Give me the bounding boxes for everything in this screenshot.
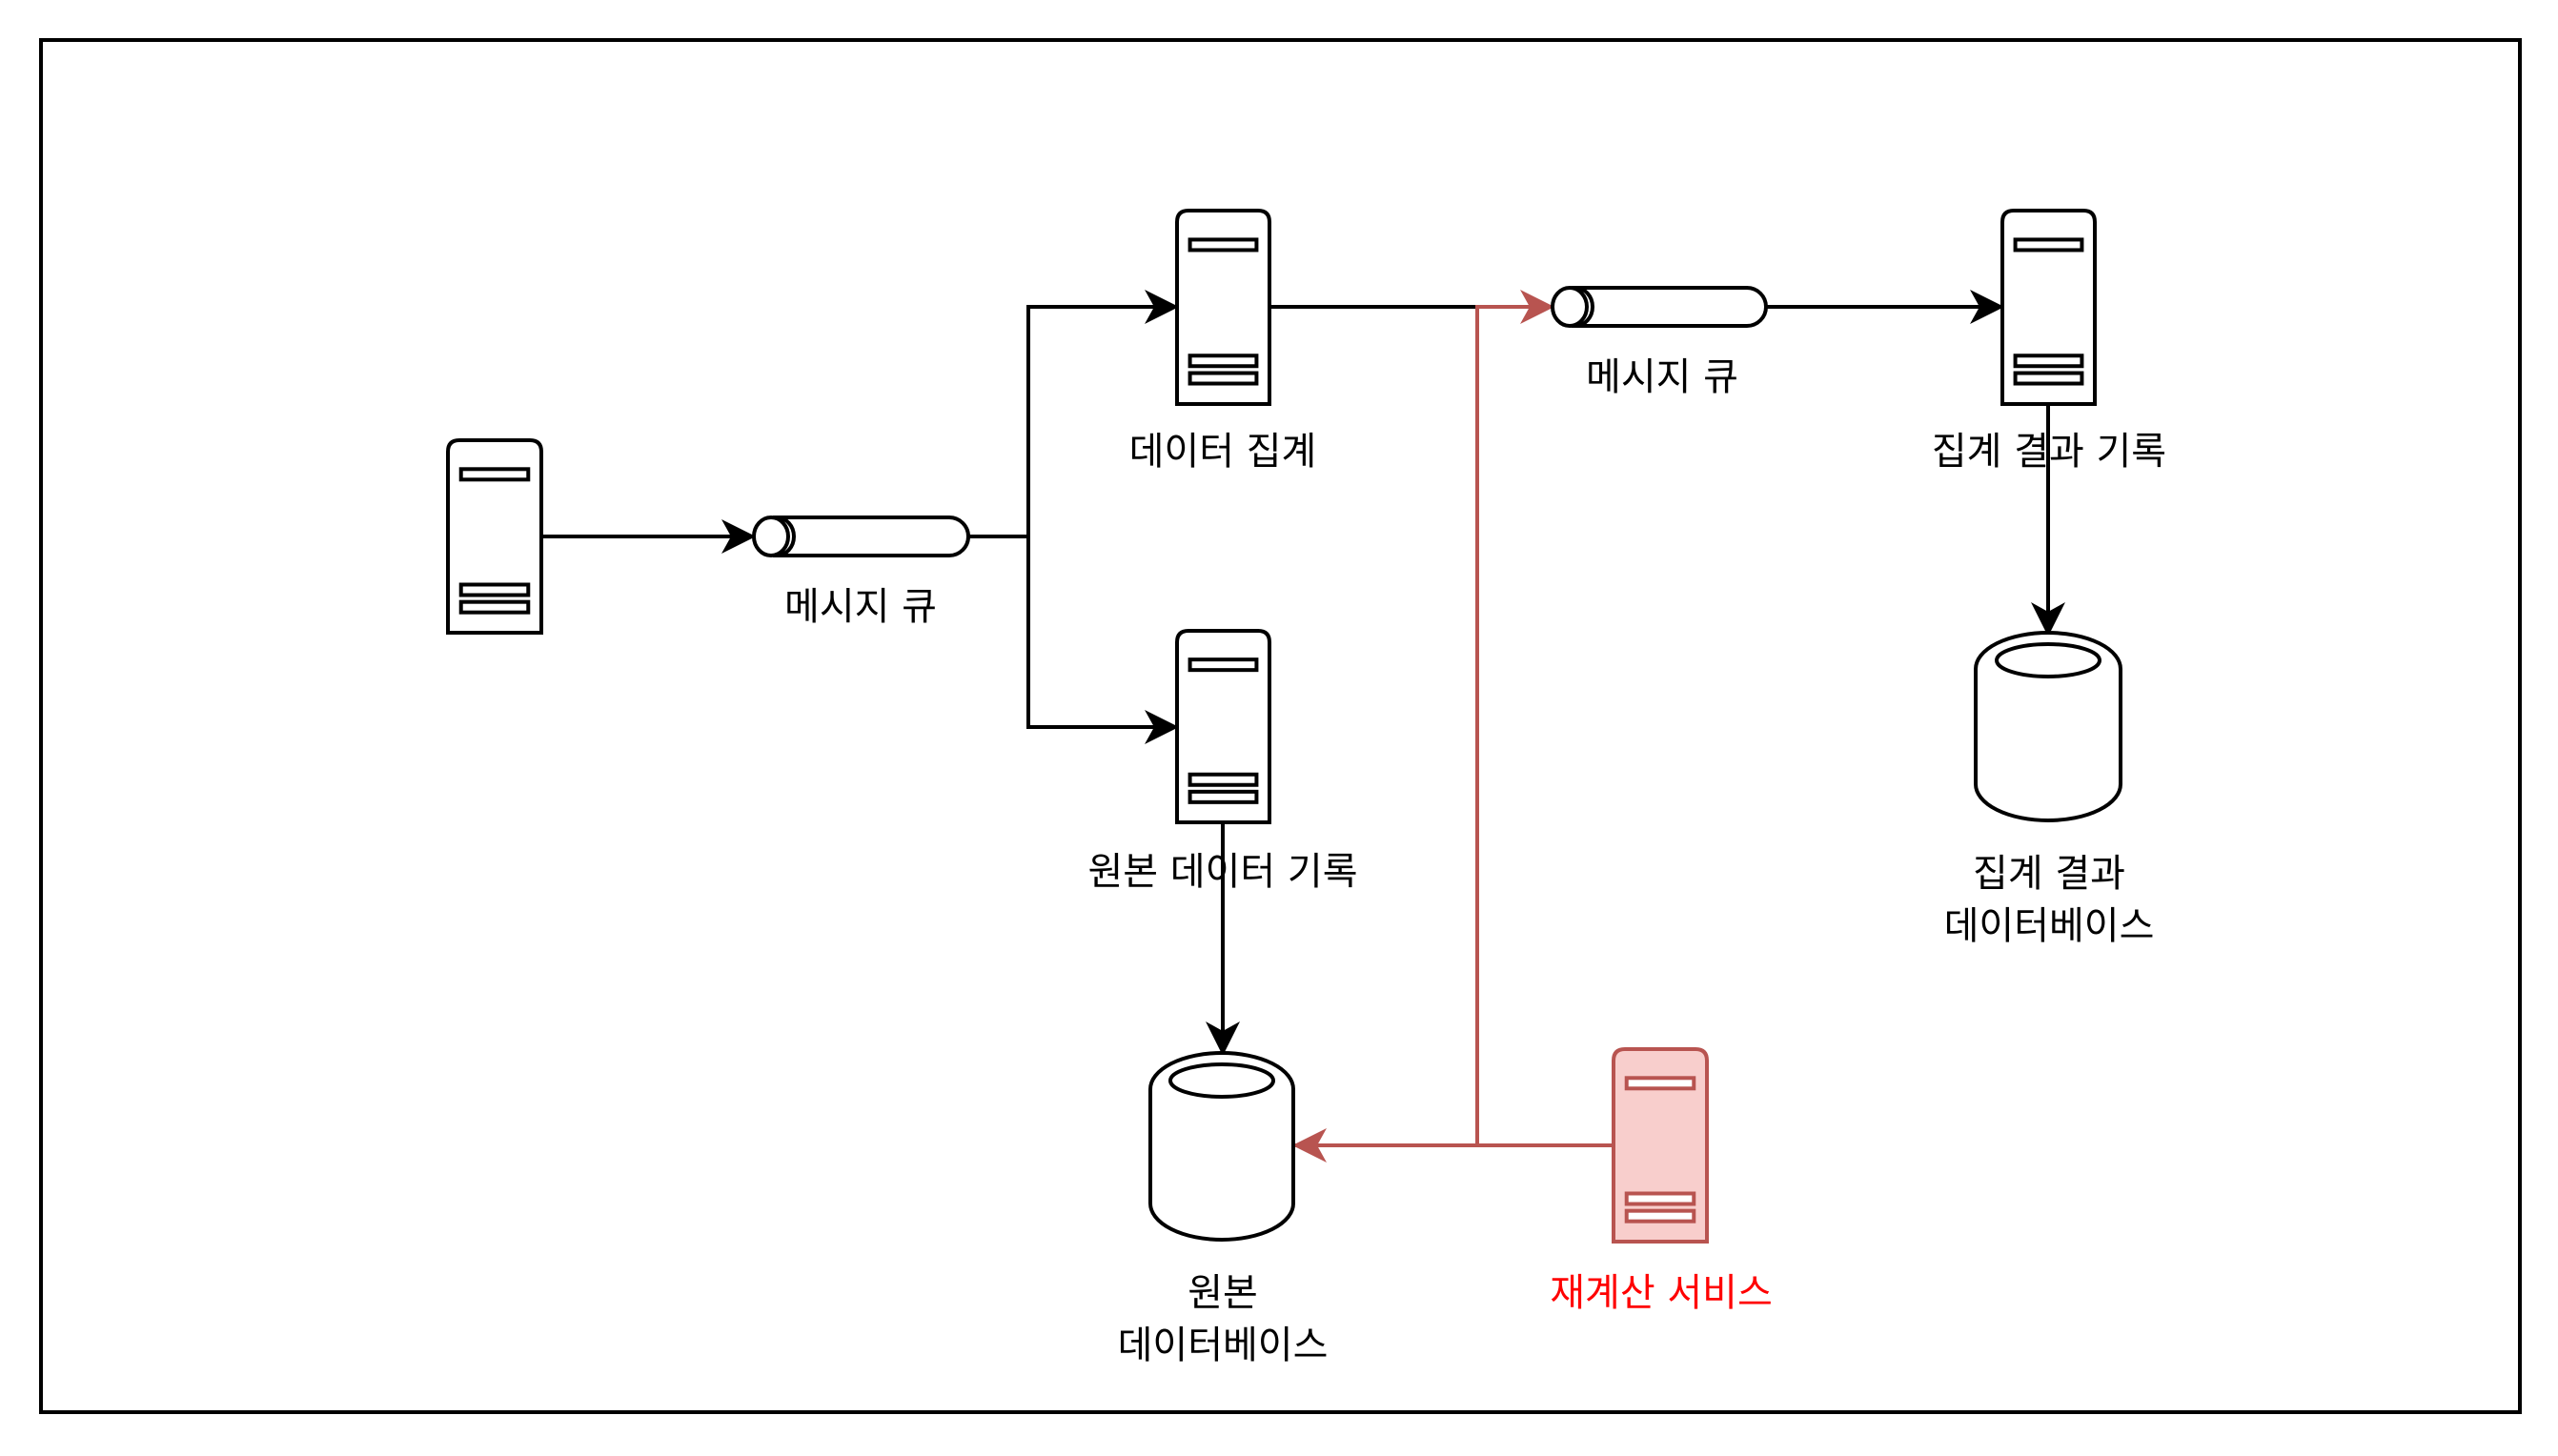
server-slot — [458, 467, 531, 482]
server-slot — [2013, 371, 2084, 386]
result-db-label-line1: 집계 결과 — [1973, 852, 2125, 896]
server-icon — [2000, 209, 2097, 406]
server-icon — [1175, 629, 1271, 824]
server-slot — [1624, 1208, 1696, 1223]
server-slot — [1624, 1191, 1696, 1206]
server-slot — [1188, 237, 1259, 253]
edge-queue1-to-aggregator — [1026, 290, 1179, 536]
result-db-label-line2: 데이터베이스 — [1944, 904, 2155, 948]
server-slot — [1188, 789, 1259, 804]
aggregator-label: 데이터 집계 — [1129, 430, 1317, 474]
server-slot — [1188, 772, 1259, 787]
queue1-label: 메시지 큐 — [784, 585, 937, 629]
message-queue-icon — [1551, 286, 1768, 328]
server-slot — [1188, 371, 1259, 386]
database-icon — [1148, 1051, 1295, 1242]
server-slot — [1624, 1076, 1696, 1091]
edge-queue1-to-raw-writer — [1026, 536, 1179, 744]
server-icon — [446, 438, 543, 635]
server-slot — [2013, 237, 2084, 253]
server-slot — [458, 582, 531, 597]
message-queue-icon — [752, 516, 970, 557]
edge-recalc-to-queue2 — [1475, 290, 1554, 1145]
server-slot — [1188, 657, 1259, 673]
recalc-service-label: 재계산 서비스 — [1550, 1271, 1773, 1315]
raw-db-label-line1: 원본 — [1188, 1271, 1258, 1315]
result-writer-label: 집계 결과 기록 — [1932, 430, 2166, 474]
server-icon — [1175, 209, 1271, 406]
server-slot — [458, 599, 531, 615]
queue2-label: 메시지 큐 — [1586, 355, 1738, 399]
server-slot — [1188, 354, 1259, 369]
server-slot — [2013, 354, 2084, 369]
database-icon — [1974, 631, 2122, 822]
edge-queue1-branch — [968, 290, 1179, 744]
raw-db-label-line2: 데이터베이스 — [1118, 1324, 1329, 1367]
server-icon — [1612, 1047, 1709, 1244]
